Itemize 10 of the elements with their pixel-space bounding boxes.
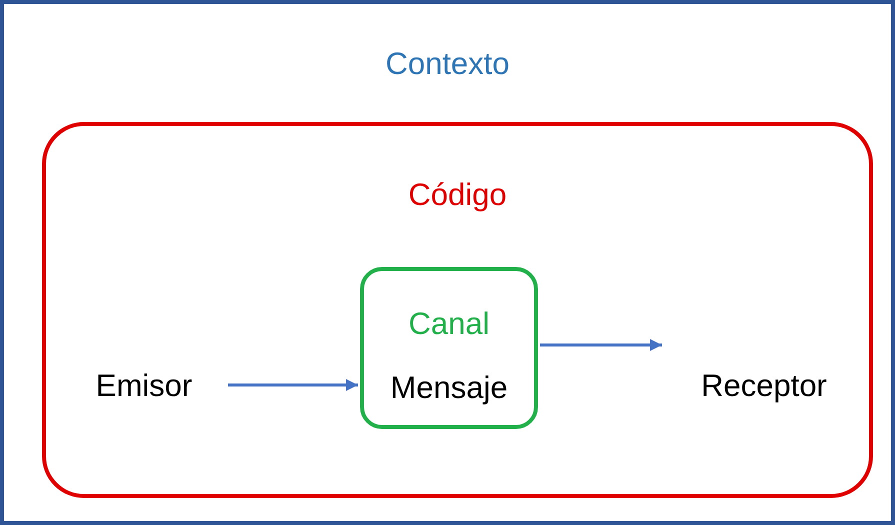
frame-title: Contexto bbox=[385, 46, 510, 81]
channel-box bbox=[360, 267, 538, 429]
arrow bbox=[228, 379, 358, 391]
code-frame bbox=[42, 122, 873, 498]
node-label: Mensaje bbox=[390, 370, 508, 405]
box-title: Canal bbox=[408, 306, 490, 341]
frame-title: Código bbox=[408, 177, 507, 212]
arrow bbox=[540, 339, 662, 351]
node-label: Receptor bbox=[701, 368, 827, 403]
node-label: Emisor bbox=[96, 368, 192, 403]
